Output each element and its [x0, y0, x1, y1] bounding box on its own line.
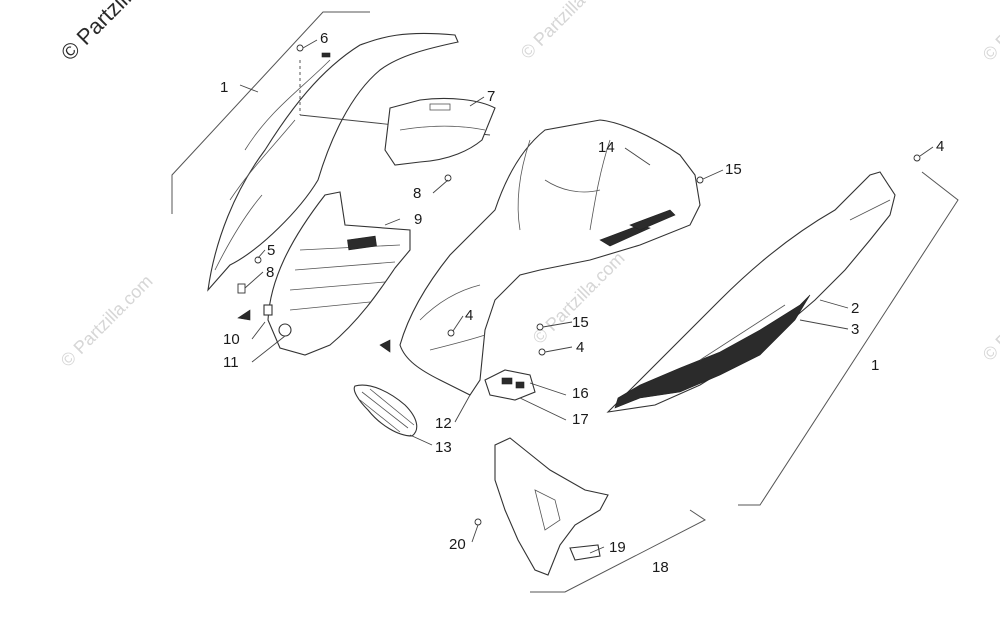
callout-15-upper: 15	[725, 161, 742, 178]
callout-7: 7	[487, 88, 495, 105]
callout-labels: 1 2 3 4 5 6 7 8 9 10 11 12 13 14 15 16 1…	[220, 30, 944, 576]
screw-15-upper	[696, 176, 704, 184]
callout-19: 19	[609, 539, 626, 556]
screw-5	[254, 256, 262, 264]
callout-14: 14	[598, 139, 615, 156]
screw-4-mid	[447, 329, 455, 337]
watermark-2: © Partzilla.com	[57, 271, 157, 371]
callout-10: 10	[223, 331, 240, 348]
bracket-1-left	[171, 11, 370, 214]
clip-bracket-16	[484, 369, 536, 401]
callout-18: 18	[652, 559, 669, 576]
callout-1-right: 1	[871, 357, 879, 374]
watermark-4: © Partzilla	[979, 0, 1000, 65]
watermark-1: © Partzilla	[517, 0, 590, 63]
fasteners	[237, 44, 921, 526]
screw-4-lower	[538, 348, 546, 356]
callout-6: 6	[320, 30, 328, 47]
watermark-5: © Partzilla	[979, 292, 1000, 365]
callout-20: 20	[449, 536, 466, 553]
bracket-1-right	[738, 171, 959, 506]
leader-lines	[239, 39, 934, 554]
callout-16: 16	[572, 385, 589, 402]
callout-5: 5	[267, 242, 275, 259]
side-panel-right	[606, 171, 896, 413]
front-hood-12	[379, 119, 701, 396]
belly-pan-18	[494, 437, 609, 576]
clip-8-left	[237, 283, 246, 294]
watermark-corner: © Partzilla	[56, 0, 145, 66]
callout-11: 11	[223, 354, 239, 371]
screw-20	[474, 518, 482, 526]
callout-3: 3	[851, 321, 859, 338]
callout-2: 2	[851, 300, 859, 317]
callout-13: 13	[435, 439, 452, 456]
callout-17: 17	[572, 411, 589, 428]
callout-9: 9	[414, 211, 422, 228]
callout-4-lower: 4	[576, 339, 584, 356]
callout-12: 12	[435, 415, 452, 432]
callout-1-left: 1	[220, 79, 228, 96]
callout-4-right: 4	[936, 138, 944, 155]
callout-15-lower: 15	[572, 314, 589, 331]
vent-screen-13	[353, 384, 418, 437]
screw-6	[296, 44, 304, 52]
screw-15-lower	[536, 323, 544, 331]
callout-8-upper: 8	[413, 185, 421, 202]
panel-7	[384, 97, 496, 166]
screw-4-right	[913, 154, 921, 162]
screw-8-upper	[444, 174, 452, 182]
bracket-18	[530, 509, 706, 593]
callout-4-mid: 4	[465, 307, 473, 324]
callout-8-left: 8	[266, 264, 274, 281]
